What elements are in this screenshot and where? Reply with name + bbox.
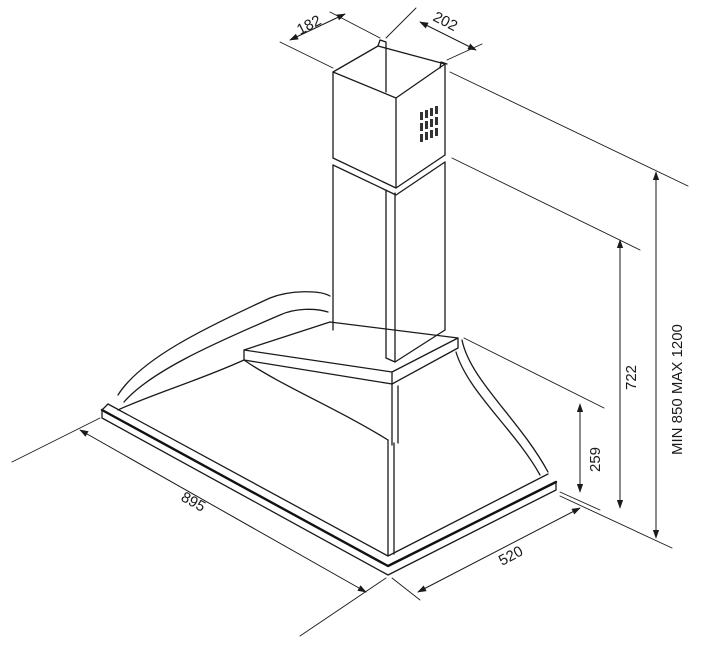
dim-overall-height: MIN 850 MAX 1200 <box>449 71 689 549</box>
vent-grille <box>420 106 438 142</box>
canopy-height-label: 259 <box>587 447 604 472</box>
hood-width-label: 895 <box>178 489 208 516</box>
overall-height-label: MIN 850 MAX 1200 <box>669 324 686 455</box>
hood-depth-label: 520 <box>496 543 526 570</box>
hood-canopy <box>100 291 558 576</box>
chimney-width-label: 182 <box>294 12 324 39</box>
chimney <box>332 39 448 363</box>
dim-canopy-height: 259 <box>463 337 605 493</box>
hood-height-label: 722 <box>623 365 640 390</box>
dim-hood-height: 722 <box>451 157 641 509</box>
chimney-depth-label: 202 <box>430 8 460 35</box>
dim-hood-width: 895 <box>11 417 387 637</box>
dim-chimney-width: 182 <box>279 11 381 69</box>
dim-hood-depth: 520 <box>391 491 601 601</box>
